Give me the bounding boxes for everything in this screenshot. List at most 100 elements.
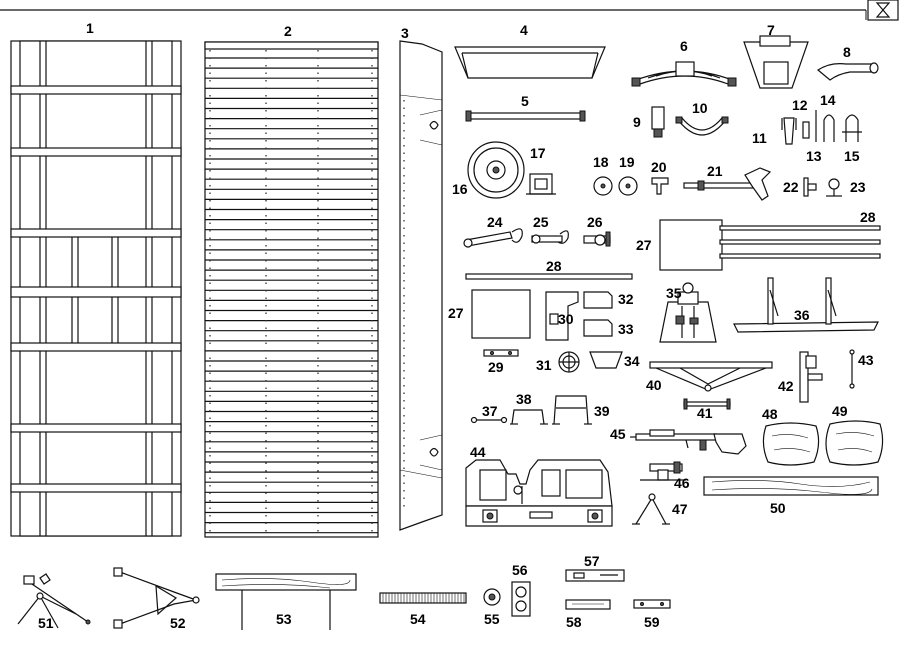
part-21-lever — [683, 167, 772, 201]
part-48-sack — [762, 422, 820, 466]
label-57: 57 — [584, 553, 600, 569]
label-27a: 27 — [636, 237, 652, 253]
label-44: 44 — [470, 444, 486, 460]
part-44-cab-body — [465, 459, 613, 527]
label-53: 53 — [276, 611, 292, 627]
part-37-link — [470, 416, 508, 424]
part-29-strip — [483, 349, 519, 357]
label-3: 3 — [401, 25, 409, 41]
label-31: 31 — [536, 357, 552, 373]
part-42-lever-post — [799, 351, 823, 403]
part-31-handwheel — [558, 351, 580, 373]
part-7-hopper — [743, 35, 809, 89]
label-26: 26 — [587, 214, 603, 230]
label-59: 59 — [644, 614, 660, 630]
part-17-hub-bracket — [526, 173, 556, 195]
label-33: 33 — [618, 321, 634, 337]
label-55: 55 — [484, 611, 500, 627]
label-2: 2 — [284, 23, 292, 39]
part-55-gear — [483, 588, 501, 606]
label-5: 5 — [521, 93, 529, 109]
label-28a: 28 — [860, 209, 876, 225]
label-38: 38 — [516, 391, 532, 407]
label-16: 16 — [452, 181, 468, 197]
label-35: 35 — [666, 285, 682, 301]
part-9-block — [651, 106, 665, 138]
label-25: 25 — [533, 214, 549, 230]
label-49: 49 — [832, 403, 848, 419]
label-21: 21 — [707, 163, 723, 179]
label-22: 22 — [783, 179, 799, 195]
label-28b: 28 — [546, 258, 562, 274]
part-1-floor-frame — [10, 40, 182, 537]
part-8-handle — [816, 62, 879, 81]
label-34: 34 — [624, 353, 640, 369]
label-50: 50 — [770, 500, 786, 516]
label-15: 15 — [844, 148, 860, 164]
part-50-plank — [703, 476, 879, 496]
label-41: 41 — [697, 405, 713, 421]
part-43-pin — [849, 349, 855, 389]
part-32-plate — [583, 291, 613, 309]
part-54-track — [379, 592, 467, 604]
label-7: 7 — [767, 22, 775, 38]
label-54: 54 — [410, 611, 426, 627]
part-36-sled — [733, 277, 879, 333]
part-24-hook — [463, 228, 523, 248]
label-39: 39 — [594, 403, 610, 419]
part-23-knob — [826, 178, 842, 197]
part-38-bracket — [510, 409, 548, 425]
part-45-machine-gun — [630, 429, 747, 455]
label-9: 9 — [633, 114, 641, 130]
part-27-panel-lower — [471, 289, 531, 339]
part-16-wheel — [467, 141, 525, 199]
label-19: 19 — [619, 154, 635, 170]
part-47-bipod — [632, 493, 670, 525]
part-34-block — [589, 351, 623, 369]
label-46: 46 — [674, 475, 690, 491]
part-19-disc — [618, 176, 638, 196]
part-53-bench — [215, 573, 357, 630]
part-40-tri-frame — [649, 361, 773, 392]
part-39-frame — [552, 395, 592, 425]
label-30: 30 — [558, 311, 574, 327]
part-46-mount — [640, 461, 686, 481]
part-25-hook — [531, 230, 569, 244]
label-36: 36 — [794, 307, 810, 323]
part-57-plate — [565, 569, 625, 582]
part-52-tow-bar — [113, 567, 200, 629]
label-12: 12 — [792, 97, 808, 113]
label-58: 58 — [566, 614, 582, 630]
part-10-strap — [675, 116, 729, 136]
label-4: 4 — [520, 22, 528, 38]
part-number-labels: 1 2 3 4 5 6 7 8 9 10 11 12 13 14 15 16 1… — [38, 20, 876, 631]
part-12-bolt — [802, 121, 810, 139]
part-27-panel-upper — [659, 219, 723, 271]
part-28-rods-upper — [719, 225, 881, 259]
part-4-tray — [454, 46, 606, 79]
part-6-leaf-spring — [631, 61, 737, 87]
hourglass-icon — [865, 0, 899, 21]
label-43: 43 — [858, 352, 874, 368]
part-3-side-rail — [399, 40, 443, 531]
part-35-stand — [659, 282, 717, 343]
part-49-sack — [825, 420, 884, 466]
label-24: 24 — [487, 214, 503, 230]
part-14-u-bolt — [823, 114, 835, 142]
part-20-bracket — [651, 177, 669, 195]
label-32: 32 — [618, 291, 634, 307]
label-23: 23 — [850, 179, 866, 195]
part-56-twin-drum — [511, 581, 531, 617]
label-6: 6 — [680, 38, 688, 54]
part-18-disc — [593, 176, 613, 196]
label-14: 14 — [820, 92, 836, 108]
label-37: 37 — [482, 403, 498, 419]
part-5-axle — [465, 110, 586, 122]
label-18: 18 — [593, 154, 609, 170]
label-51: 51 — [38, 615, 54, 631]
label-40: 40 — [646, 377, 662, 393]
part-51-tripod-mg — [17, 573, 91, 629]
label-1: 1 — [86, 20, 94, 36]
label-10: 10 — [692, 100, 708, 116]
label-52: 52 — [170, 615, 186, 631]
